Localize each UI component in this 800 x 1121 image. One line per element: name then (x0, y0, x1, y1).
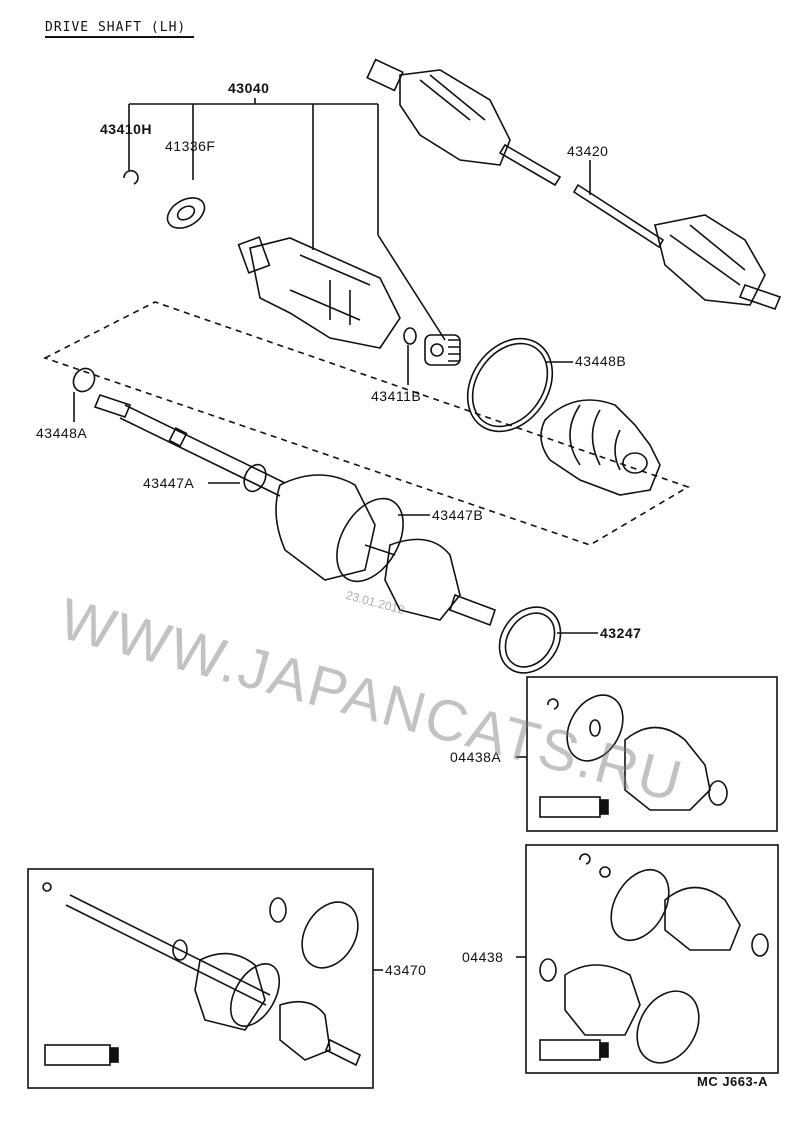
part-label-43470[interactable]: 43470 (385, 962, 427, 978)
driveshaft-assembly-43420-icon (366, 58, 782, 310)
part-label-43410H[interactable]: 43410H (100, 121, 153, 137)
main-driveshaft-icon (93, 394, 497, 627)
dust-deflector-ring-icon (498, 606, 562, 674)
part-label-43447A[interactable]: 43447A (143, 475, 195, 491)
diagram-code: MC J663-A (697, 1074, 768, 1089)
boot-kit-04438A-parts (539, 694, 728, 818)
leader-43040 (128, 98, 446, 341)
diagram-title: DRIVE SHAFT (LH) (45, 20, 195, 38)
tripod-joint-icon (424, 334, 461, 366)
kit-outline-dashed (42, 301, 690, 546)
washer-icon (166, 197, 206, 229)
large-boot-clamp-icon (466, 337, 554, 433)
part-label-43448A[interactable]: 43448A (36, 425, 88, 441)
inboard-joint-housing-icon (237, 236, 401, 349)
part-label-43040[interactable]: 43040 (228, 80, 270, 96)
snap-ring-icon (123, 169, 139, 185)
part-label-04438[interactable]: 04438 (462, 949, 504, 965)
inboard-boot-icon (540, 399, 661, 496)
kit-box-04438 (525, 844, 779, 1074)
part-label-04438A[interactable]: 04438A (450, 749, 502, 765)
boot-kit-04438-parts (539, 853, 769, 1064)
driveshaft-assembly-43470-icon (42, 882, 362, 1067)
part-label-43448B[interactable]: 43448B (575, 353, 627, 369)
part-label-43247[interactable]: 43247 (600, 625, 642, 641)
small-boot-clamp-icon (72, 367, 96, 393)
part-label-43420[interactable]: 43420 (567, 143, 609, 159)
kit-box-43470 (27, 868, 374, 1089)
part-label-43411B[interactable]: 43411B (371, 388, 422, 404)
part-label-41336F[interactable]: 41336F (165, 138, 216, 154)
small-ring-icon (403, 327, 417, 345)
part-label-43447B[interactable]: 43447B (432, 507, 484, 523)
kit-box-04438A (526, 676, 778, 832)
